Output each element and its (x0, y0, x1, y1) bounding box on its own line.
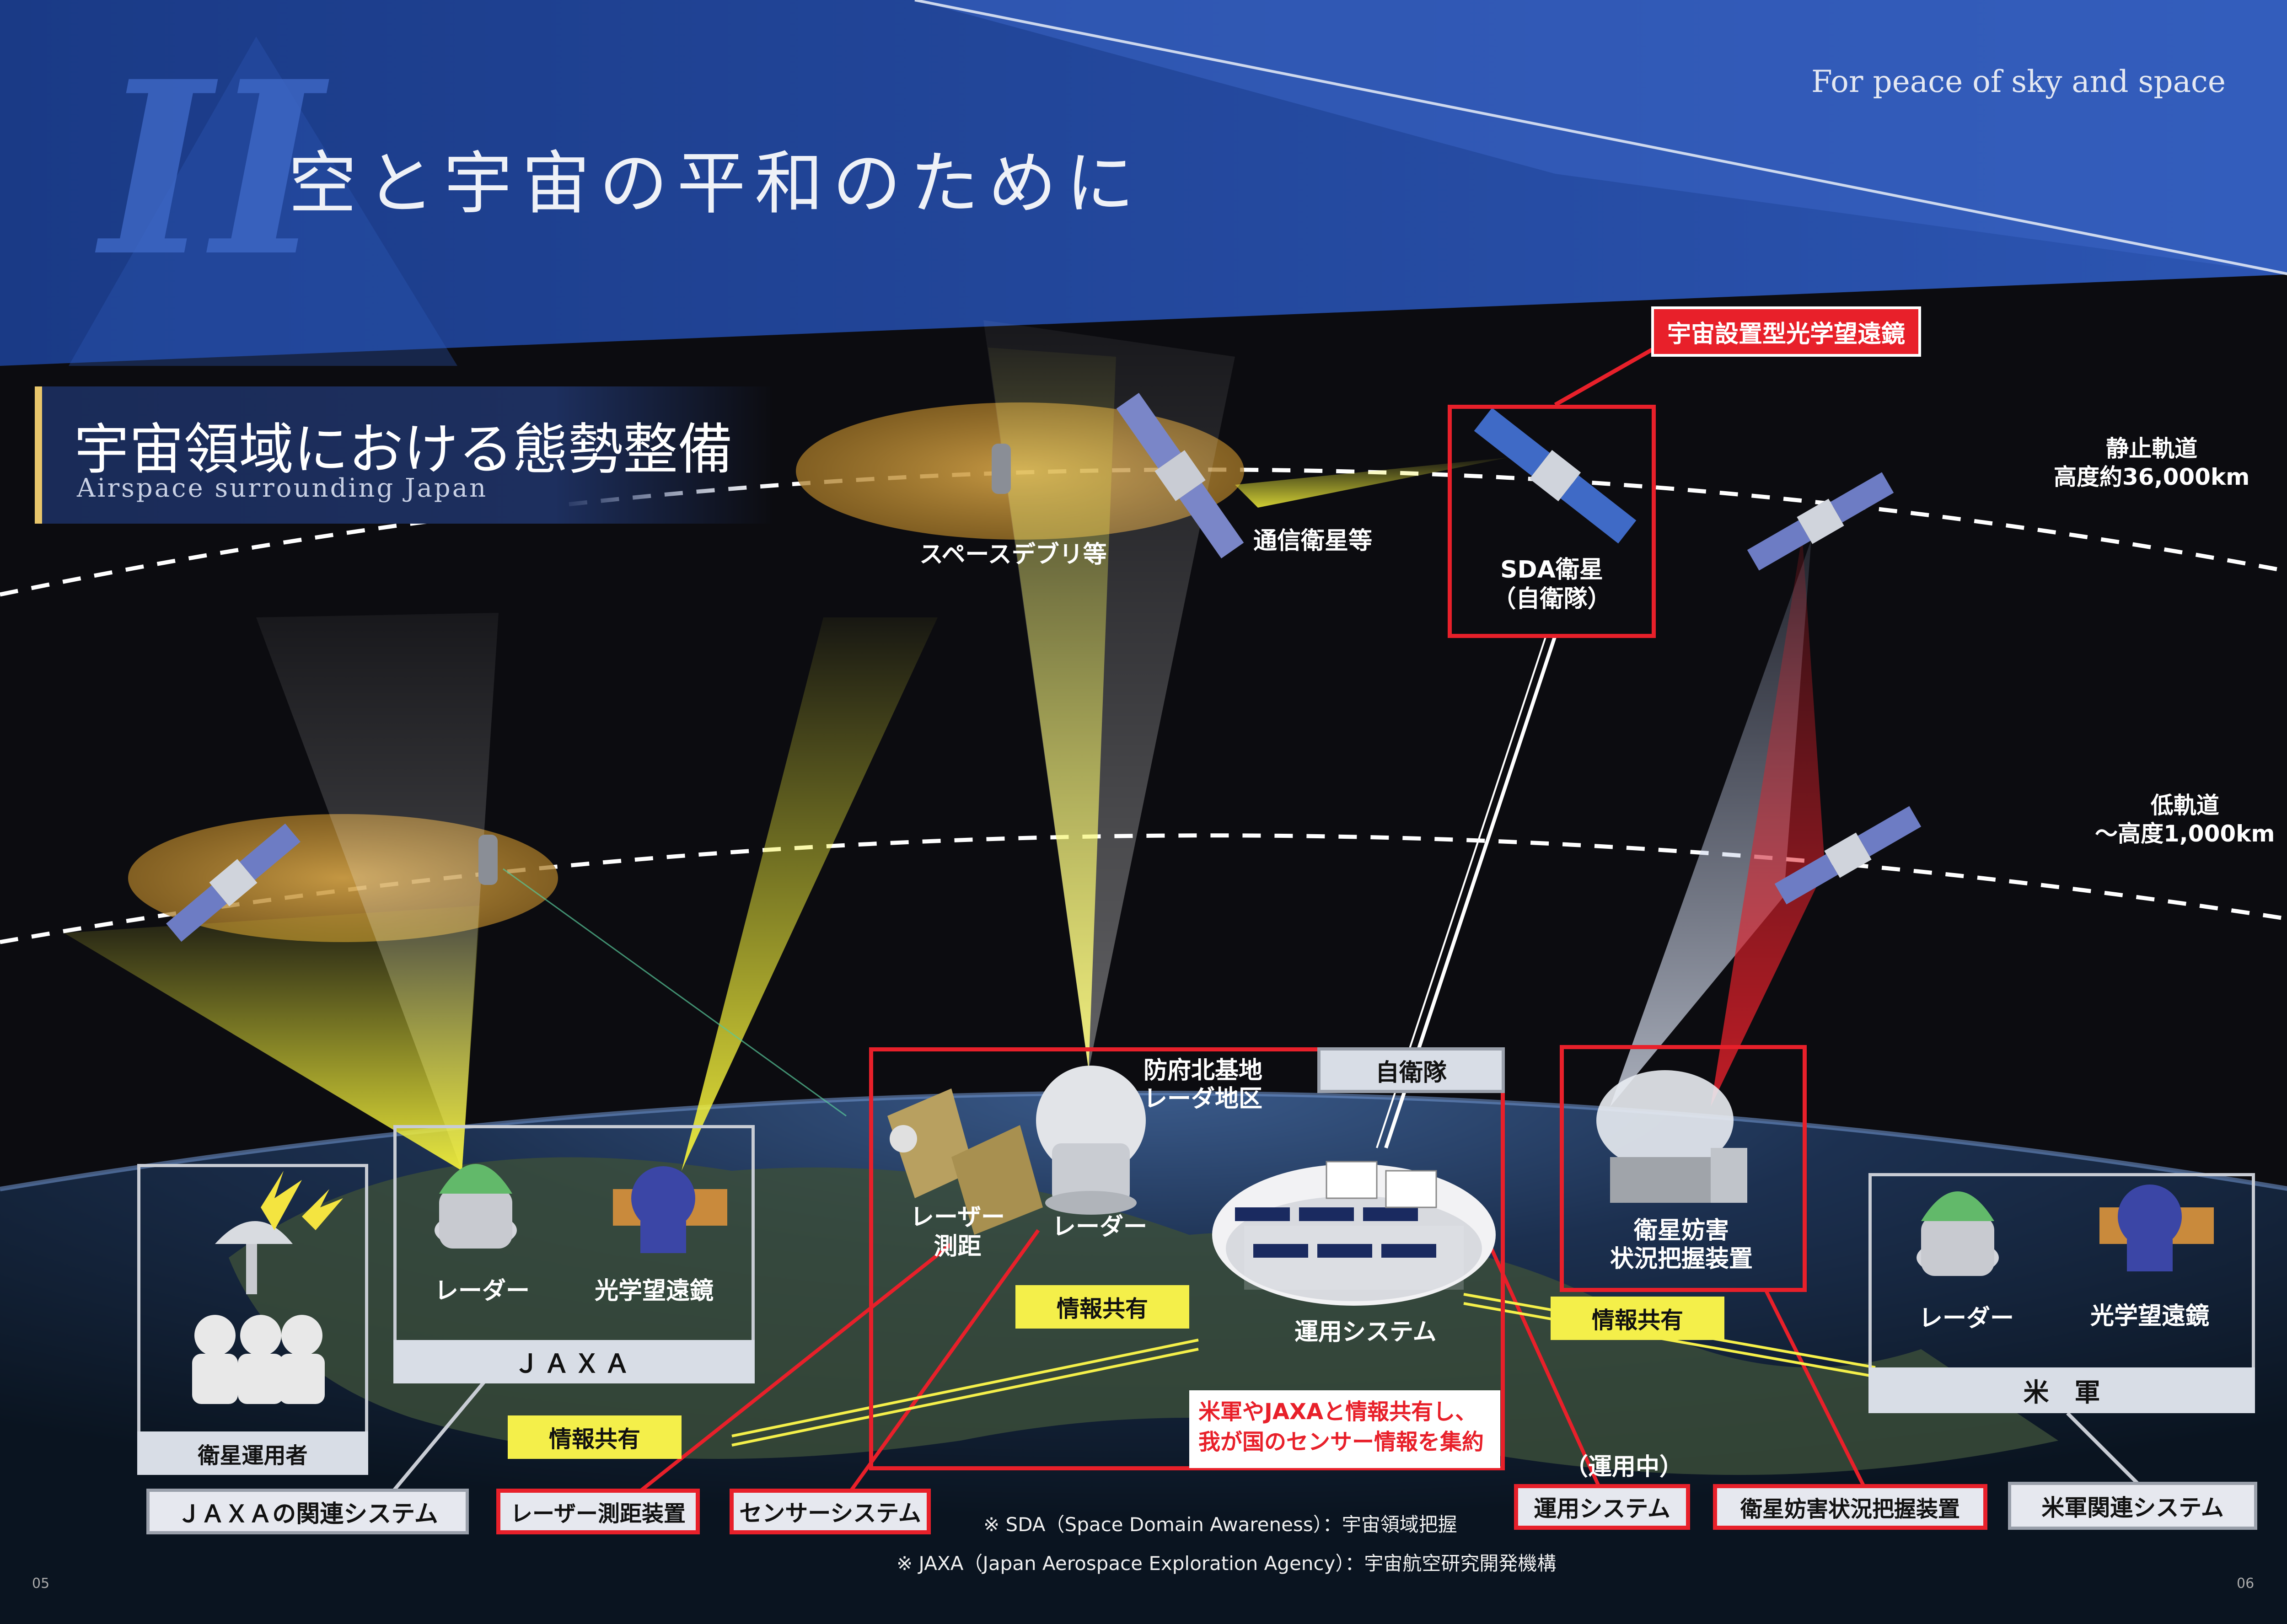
in-operation-label: （運用中） (1564, 1453, 1684, 1481)
jaxa-telescope-label: 光学望遠鏡 (595, 1277, 714, 1305)
geo-orbit-altitude: 高度約36,000km (2054, 464, 2250, 490)
geo-orbit-name: 静止軌道 (2106, 435, 2198, 462)
section-banner: 宇宙領域における態勢整備 Airspace surrounding Japan (35, 386, 774, 524)
leo-orbit-altitude: ～高度1,000km (2095, 820, 2275, 847)
jaxa-footnote: ※ JAXA（Japan Aerospace Exploration Agenc… (897, 1552, 1557, 1575)
ops-system-label: 運用システム (1294, 1318, 1437, 1346)
beam-hofu-radar-w (983, 320, 1235, 1070)
ground-dish-icon (215, 1171, 343, 1294)
info-share-center: 情報共有 (1015, 1285, 1189, 1329)
usf-radar-icon (1917, 1191, 1999, 1276)
usf-name-tag: 米 軍 (1868, 1367, 2255, 1413)
jaxa-name-tag: ＪＡＸＡ (393, 1340, 755, 1383)
hofu-base-name: 防府北基地 (1144, 1057, 1263, 1084)
hofu-radar-icon (1036, 1066, 1146, 1215)
jsdf-hofu-box (869, 1047, 1505, 1470)
jaxa-radar-label: レーダー (435, 1277, 530, 1305)
page-title: 空と宇宙の平和のために (288, 144, 1144, 224)
laser-ranging-icon (887, 1088, 1043, 1235)
sentinel-box (1560, 1045, 1807, 1292)
laser-device-tag: レーザー測距装置 (496, 1489, 700, 1534)
usf-systems-tag: 米軍関連システム (2008, 1482, 2257, 1530)
leo-orbit-label: 低軌道 ～高度1,000km (2095, 791, 2275, 848)
page-number-left: 05 (32, 1576, 50, 1592)
usf-radar-label: レーダー (1919, 1305, 2014, 1332)
section-subtitle-en: Airspace surrounding Japan (77, 473, 488, 503)
header-triangle (69, 37, 457, 366)
info-share-left: 情報共有 (508, 1415, 682, 1459)
satellite-operator-box (137, 1164, 368, 1475)
aggregation-line2: 我が国のセンサー情報を集約 (1198, 1429, 1484, 1455)
hofu-radar-label: レーダー (1052, 1213, 1148, 1241)
aggregation-line1: 米軍やJAXAと情報共有し、 (1198, 1399, 1477, 1425)
page-subtitle-en: For peace of sky and space (1811, 64, 2226, 99)
beam-jaxa-telescope (682, 617, 938, 1171)
sentinel-label: 衛星妨害 状況把握装置 (1610, 1217, 1753, 1273)
ops-system-tag: 運用システム (1514, 1484, 1690, 1530)
leo-satellite-left-icon (166, 823, 301, 942)
satellite-operator-tag: 衛星運用者 (137, 1431, 368, 1475)
space-telescope-tag: 宇宙設置型光学望遠鏡 (1651, 306, 1921, 357)
geo-orbit-label: 静止軌道 高度約36,000km (2054, 434, 2249, 491)
info-share-right: 情報共有 (1551, 1297, 1724, 1340)
beam-sentinel-red (1711, 535, 1825, 1107)
sentinel-line2: 状況把握装置 (1610, 1245, 1753, 1273)
section-title: 宇宙領域における態勢整備 (74, 418, 733, 482)
sda-footnote: ※ SDA（Space Domain Awareness）：宇宙領域把握 (983, 1513, 1457, 1536)
ops-system-icon (1212, 1161, 1496, 1306)
comm-satellite-label: 通信衛星等 (1253, 527, 1373, 555)
laser-ranging-line2: 測距 (934, 1233, 982, 1260)
leo-satellite-icon (1774, 806, 1922, 905)
sda-satellite-icon (1474, 407, 1637, 544)
jsdf-tag: 自衛隊 (1317, 1047, 1505, 1093)
operators-icon (192, 1315, 325, 1404)
sda-satellite-owner: （自衛隊） (1492, 585, 1611, 613)
jaxa-telescope-icon (613, 1166, 727, 1253)
beam-sentinel-blue (1610, 540, 1811, 1107)
debris-label: スペースデブリ等 (919, 541, 1107, 568)
sda-satellite-box: SDA衛星 （自衛隊） (1448, 405, 1656, 638)
hofu-base-area: レーダ地区 (1144, 1085, 1263, 1113)
laser-ranging-label: レーザー 測距 (910, 1203, 1005, 1261)
jaxa-systems-tag: ＪＡＸＡの関連システム (146, 1489, 469, 1534)
debris-object (992, 444, 1011, 494)
sda-satellite-name: SDA衛星 (1500, 556, 1603, 584)
beam-jaxa-radar-y (64, 906, 480, 1171)
comm-satellite-icon (1116, 392, 1244, 559)
beam-sda (1235, 457, 1509, 508)
sentinel-line1: 衛星妨害 (1634, 1217, 1729, 1244)
hofu-base-label: 防府北基地 レーダ地区 (1144, 1056, 1262, 1113)
sentinel-device-icon (1596, 1070, 1747, 1203)
aggregation-note: 米軍やJAXAと情報共有し、 我が国のセンサー情報を集約 (1189, 1390, 1500, 1468)
leo-orbit-name: 低軌道 (2150, 792, 2219, 819)
jaxa-radar-icon (435, 1164, 517, 1249)
page-number-right: 06 (2237, 1576, 2255, 1592)
usf-telescope-label: 光学望遠鏡 (2090, 1302, 2210, 1330)
sensor-system-tag: センサーシステム (730, 1489, 931, 1534)
debris-object-leo (478, 835, 498, 885)
laser-ranging-line1: レーザー (910, 1204, 1005, 1231)
chapter-roman: II (101, 29, 323, 309)
interference-device-tag: 衛星妨害状況把握装置 (1713, 1484, 1987, 1530)
usf-telescope-icon (2099, 1185, 2214, 1271)
sda-satellite-label: SDA衛星 （自衛隊） (1452, 555, 1652, 614)
geo-satellite-icon (1747, 472, 1894, 571)
